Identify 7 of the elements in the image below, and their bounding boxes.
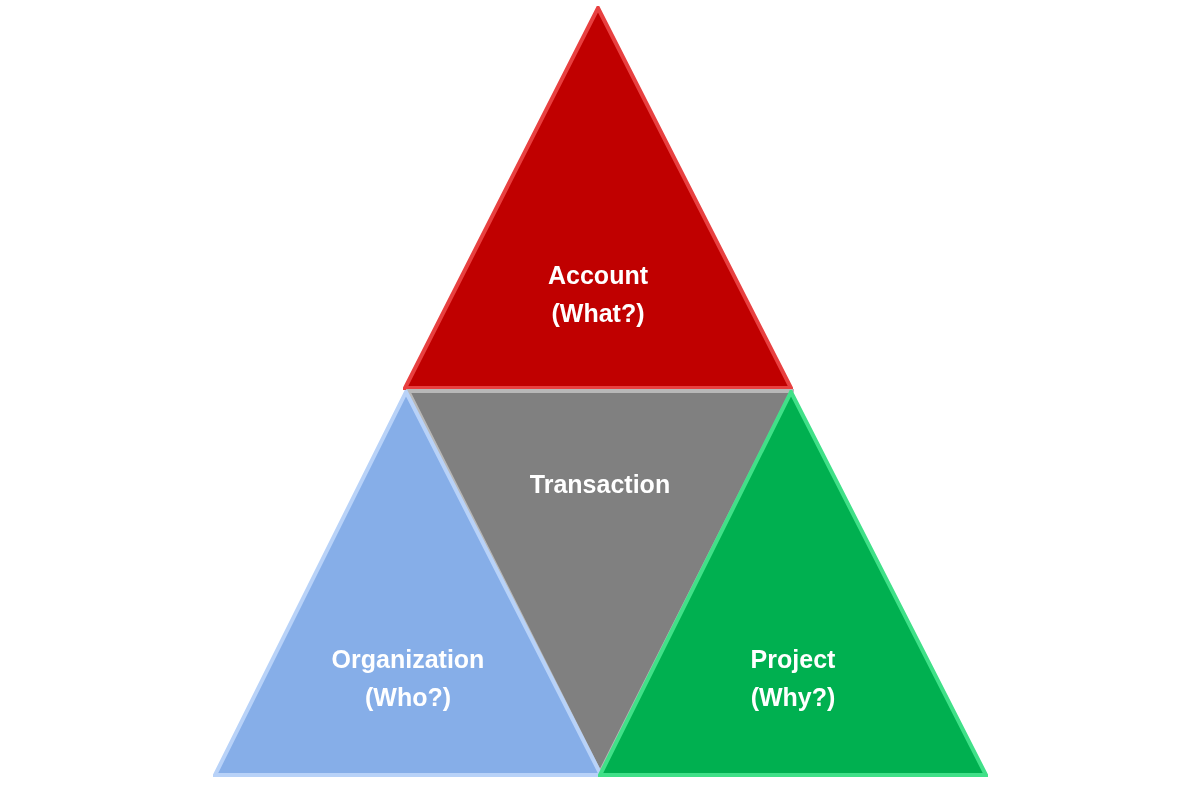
triangle-label: Transaction xyxy=(529,469,671,500)
triangle-label: (Who?) xyxy=(364,682,452,713)
triangle-label: (Why?) xyxy=(750,682,836,713)
triangle-label: Account xyxy=(548,260,648,291)
triangle-label: Project xyxy=(750,644,836,675)
triangle-label: (What?) xyxy=(551,298,645,329)
triangle-label: Organization xyxy=(331,644,485,675)
